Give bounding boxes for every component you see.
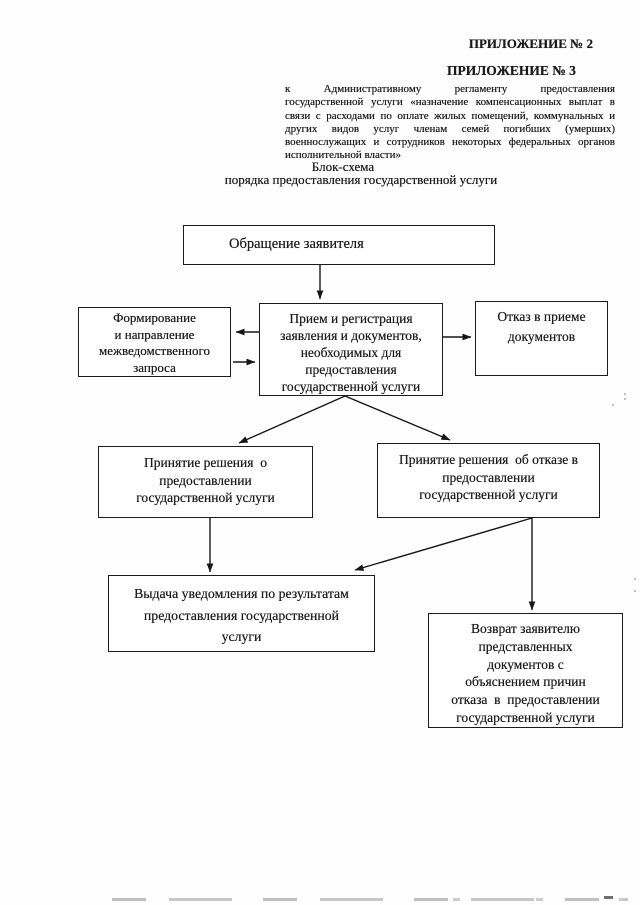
arrow-refusal-to-notification (354, 517, 533, 571)
box-refusal-of-acceptance: Отказ в приеме документов (475, 301, 608, 376)
box-line: объяснением причин (465, 674, 586, 690)
box-documents-return: Возврат заявителю представленных докумен… (428, 613, 623, 728)
box-line: государственной услуги (456, 709, 595, 725)
box-line: Возврат заявителю (471, 621, 580, 636)
box-line: услуги (221, 629, 262, 644)
scan-speck (634, 590, 636, 592)
box-line: Формирование (113, 310, 196, 325)
box-line: государственной услуги (419, 487, 558, 502)
box-line: Обращение заявителя (229, 236, 364, 252)
scan-speck (624, 398, 626, 400)
box-decision-refusal: Принятие решения об отказе в предоставле… (377, 443, 600, 518)
box-line: запроса (133, 359, 176, 375)
scan-speck (624, 393, 626, 395)
regulation-line: связи с расходами по оплате жилых помеще… (285, 109, 615, 122)
box-line: заявления и документов, (280, 328, 422, 343)
regulation-line: к Административному регламенту предостав… (285, 83, 615, 95)
appendix-2-label: ПРИЛОЖЕНИЕ № 2 (468, 36, 593, 51)
box-line: необходимых для (300, 345, 402, 360)
box-line: Прием и регистрация (289, 311, 413, 326)
box-interagency-request: Формирование и направление межведомствен… (78, 307, 231, 377)
box-line: межведомственного (99, 343, 210, 358)
box-line: государственной услуги (136, 490, 275, 505)
box-line: предоставлении (159, 472, 252, 488)
box-line: Принятие решения о (144, 455, 267, 470)
arrow-reception-to-decision-grant (238, 395, 346, 444)
box-line: отказа в предоставлении (451, 692, 600, 708)
scheme-title: Блок-схема (311, 159, 375, 174)
scheme-subtitle: порядка предоставления государственной у… (224, 172, 498, 187)
scan-artifact-dash (604, 896, 613, 899)
scan-artifact-dashes (112, 898, 628, 901)
regulation-line: государственной услуги «назначение компе… (285, 96, 615, 109)
appendix-3-label: ПРИЛОЖЕНИЕ № 3 (447, 63, 576, 78)
box-notification-issue: Выдача уведомления по результатам предос… (108, 575, 375, 652)
box-decision-grant: Принятие решения о предоставлении госуда… (98, 446, 313, 518)
scan-speck (634, 578, 636, 580)
arrow-reception-to-decision-refusal (344, 395, 451, 441)
scan-speck (612, 404, 614, 406)
box-reception-registration: Прием и регистрация заявления и документ… (259, 303, 443, 396)
box-line: представленных (478, 638, 573, 654)
regulation-line: других видов услуг членам семей погибших… (285, 122, 615, 135)
regulation-line: исполнительной власти» (285, 149, 401, 162)
box-line: предоставления (305, 362, 397, 377)
box-line: Отказ в приеме (497, 309, 586, 324)
box-line: и направление (114, 326, 195, 342)
box-line: предоставлении (442, 469, 535, 485)
box-line: документов с (487, 656, 564, 672)
box-line: документов (507, 329, 576, 344)
regulation-line: военнослужащих и сотрудников некоторых ф… (285, 136, 615, 149)
box-line: Принятие решения об отказе в (398, 452, 579, 467)
box-line: государственной услуги (281, 379, 421, 394)
box-line: Выдача уведомления по результатам (134, 586, 349, 601)
box-line: предоставления государственной (143, 607, 340, 623)
regulation-reference: к Административному регламенту предостав… (285, 83, 615, 163)
box-applicant-request: Обращение заявителя (183, 225, 495, 265)
